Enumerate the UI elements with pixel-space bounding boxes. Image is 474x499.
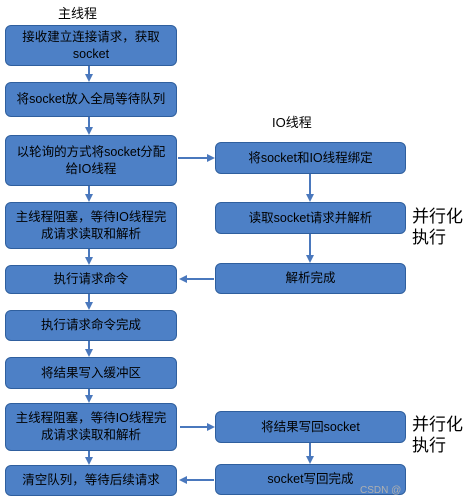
parallel-note-write: 并行化执行 — [412, 415, 463, 455]
io-bind-socket: 将socket和IO线程绑定 — [215, 142, 406, 174]
io-parse-done: 解析完成 — [215, 263, 406, 294]
step-main-block-write: 主线程阻塞，等待IO线程完成请求读取和解析 — [5, 403, 177, 451]
main-thread-label: 主线程 — [58, 6, 98, 21]
step-execute-command: 执行请求命令 — [5, 265, 177, 294]
io-write-back: 将结果写回socket — [215, 411, 406, 443]
io-thread-label: IO线程 — [272, 115, 312, 130]
step-clear-queue: 清空队列，等待后续请求 — [5, 465, 177, 496]
watermark: CSDN @ — [360, 485, 403, 496]
step-write-buffer: 将结果写入缓冲区 — [5, 357, 177, 389]
step-enqueue-socket: 将socket放入全局等待队列 — [5, 82, 177, 117]
step-main-block-read: 主线程阻塞，等待IO线程完成请求读取和解析 — [5, 202, 177, 249]
io-read-parse: 读取socket请求并解析 — [215, 202, 406, 234]
parallel-note-read: 并行化执行 — [412, 207, 463, 247]
step-execute-done: 执行请求命令完成 — [5, 310, 177, 341]
io-write-done: socket写回完成 — [215, 464, 406, 495]
step-accept-connection: 接收建立连接请求，获取socket — [5, 25, 177, 66]
step-assign-io-thread: 以轮询的方式将socket分配给IO线程 — [5, 135, 177, 186]
